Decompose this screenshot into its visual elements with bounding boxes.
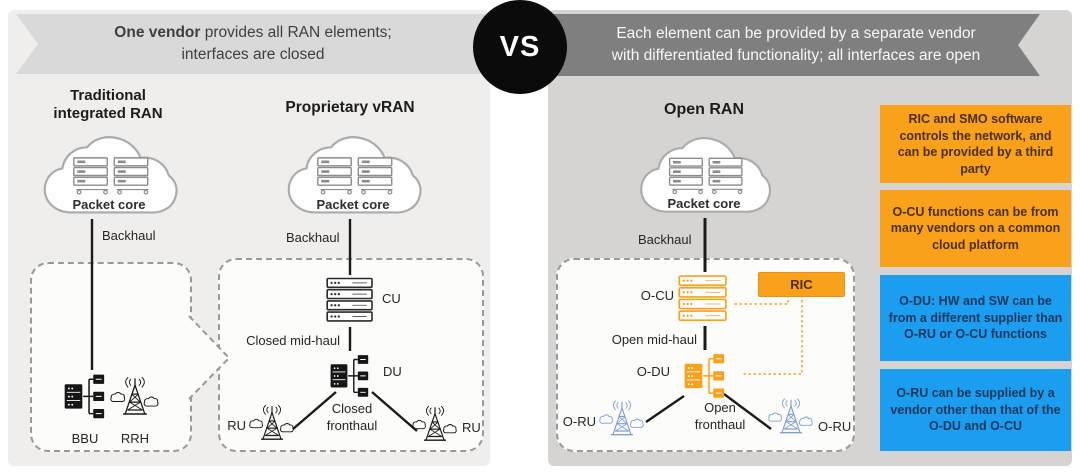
open-fronthaul-line1: Open bbox=[704, 400, 736, 415]
ru-label-right: RU bbox=[462, 420, 481, 435]
closed-fronthaul-line2: fronthaul bbox=[326, 417, 378, 433]
left-banner-line2: interfaces are closed bbox=[181, 46, 325, 63]
ocu-server-icon bbox=[678, 271, 728, 327]
info-box-oru: O-RU can be supplied by a vendor other t… bbox=[880, 369, 1071, 451]
packet-core-label: Packet core bbox=[72, 197, 146, 212]
odu-label: O-DU bbox=[636, 364, 670, 379]
info-box-ric-smo: RIC and SMO software controls the networ… bbox=[880, 105, 1071, 183]
oru-label-left: O-RU bbox=[562, 414, 596, 429]
rrh-label: RRH bbox=[120, 431, 150, 446]
right-banner-line2: with differentiated functionality; all i… bbox=[611, 47, 981, 64]
ru-label-left: RU bbox=[227, 418, 246, 433]
ru-tower-icon-right bbox=[411, 398, 459, 451]
backhaul-label-vran: Backhaul bbox=[286, 230, 340, 245]
oru-tower-icon-right bbox=[767, 390, 815, 444]
closed-fronthaul-label: Closed fronthaul bbox=[300, 401, 404, 435]
closed-fronthaul-line1: Closed bbox=[331, 401, 373, 416]
ocu-label: O-CU bbox=[640, 288, 674, 303]
traditional-title-line1: Traditional bbox=[70, 87, 146, 104]
open-ran-title: Open RAN bbox=[664, 101, 744, 118]
backhaul-label-traditional: Backhaul bbox=[102, 228, 156, 243]
right-header-banner: Each element can be provided by a separa… bbox=[552, 14, 1040, 76]
oru-tower-icon-left bbox=[598, 392, 646, 446]
info-box-odu: O-DU: HW and SW can be from a different … bbox=[880, 275, 1071, 361]
traditional-title-line2: integrated RAN bbox=[53, 105, 163, 123]
right-banner-line1: Each element can be provided by a separa… bbox=[616, 25, 976, 43]
open-fronthaul-line2: fronthaul bbox=[694, 416, 746, 432]
traditional-ran-dashed-box bbox=[30, 262, 192, 452]
cu-label: CU bbox=[382, 291, 401, 306]
packet-core-label: Packet core bbox=[667, 196, 741, 211]
proprietary-vran-title: Proprietary vRAN bbox=[285, 99, 415, 116]
oru-label-right: O-RU bbox=[818, 419, 852, 434]
bbu-icon bbox=[63, 368, 105, 424]
left-header-banner: One vendor provides all RAN elements; in… bbox=[16, 14, 490, 74]
rrh-tower-icon bbox=[109, 366, 161, 428]
open-midhaul-label: Open mid-haul bbox=[611, 332, 697, 347]
open-fronthaul-label: Open fronthaul bbox=[668, 400, 772, 434]
du-label: DU bbox=[383, 364, 402, 379]
info-box-ocu: O-CU functions can be from many vendors … bbox=[880, 190, 1071, 267]
ric-box: RIC bbox=[758, 272, 845, 297]
left-banner-bold: One vendor bbox=[114, 24, 201, 42]
packet-core-label: Packet core bbox=[316, 197, 390, 212]
left-banner-line1-rest: provides all RAN elements; bbox=[200, 24, 392, 42]
cu-server-icon bbox=[326, 274, 374, 327]
backhaul-label-openran: Backhaul bbox=[638, 232, 692, 247]
traditional-ran-title: Traditional integrated RAN bbox=[38, 87, 178, 124]
odu-icon bbox=[683, 348, 725, 403]
left-banner-line1: One vendor provides all RAN elements; bbox=[16, 22, 490, 44]
du-icon bbox=[329, 349, 369, 402]
vs-badge: VS bbox=[473, 0, 567, 94]
closed-midhaul-label: Closed mid-haul bbox=[246, 333, 340, 348]
ru-tower-icon-left bbox=[248, 397, 296, 450]
bbu-label: BBU bbox=[71, 431, 99, 446]
